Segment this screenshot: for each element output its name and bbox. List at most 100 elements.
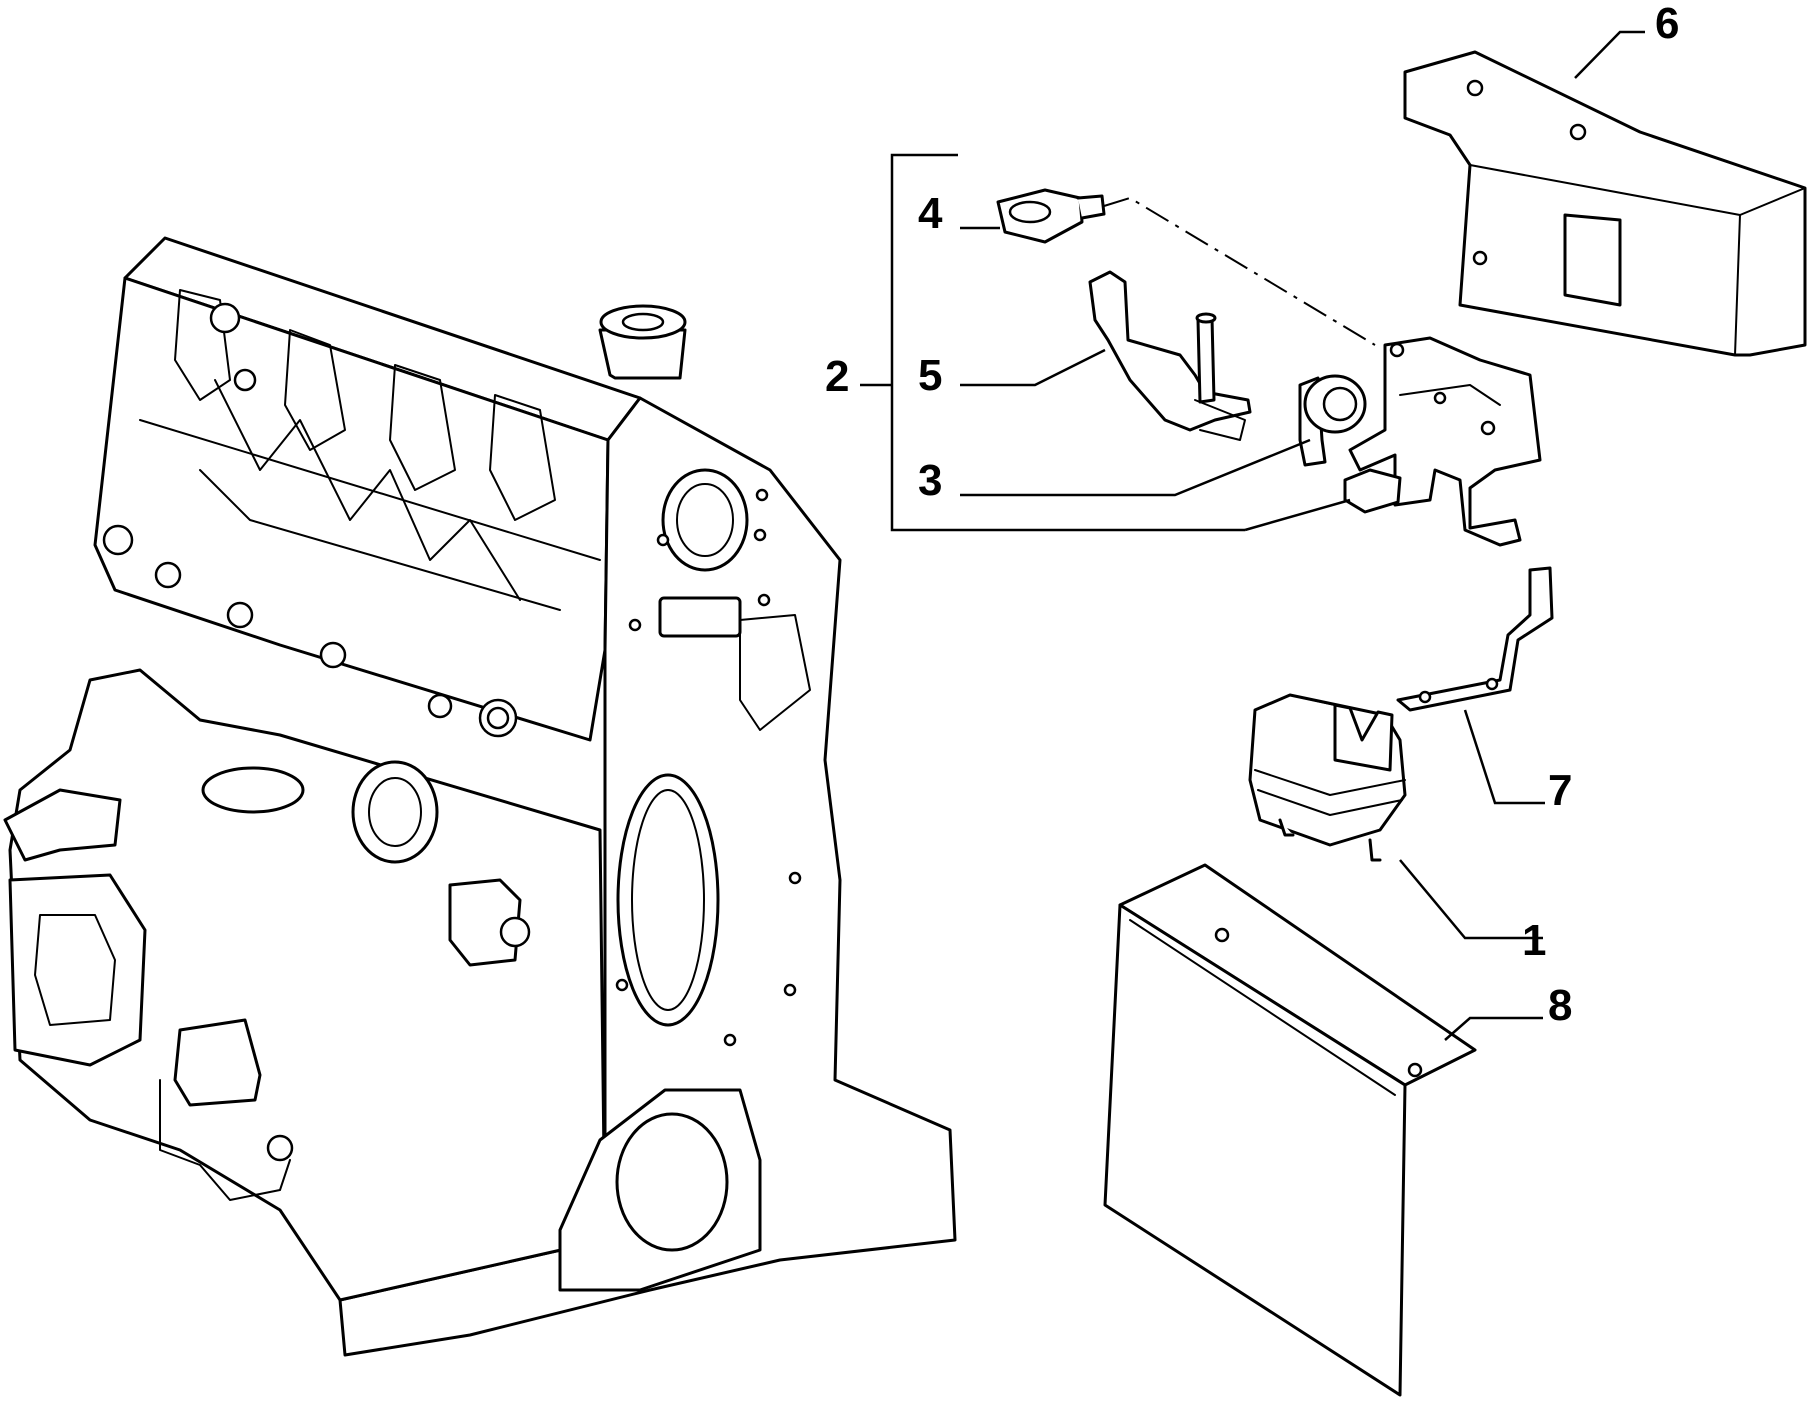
part-1-mount-ear	[1333, 703, 1394, 772]
part-1-stud-1	[1278, 818, 1295, 837]
group-2-bracket	[890, 153, 1245, 532]
end-hole-6	[788, 871, 802, 885]
part-1-control-module	[1248, 693, 1407, 862]
part-1-seam-1	[1254, 769, 1406, 796]
engine-block	[3, 236, 957, 1357]
part-1-stud-2	[1368, 838, 1382, 862]
end-hole-5	[628, 618, 642, 632]
part-5-foot	[1194, 399, 1246, 441]
engine-block-crankcase	[8, 668, 607, 1302]
end-face-bore-upper-inner	[676, 483, 734, 557]
part-6-cover-plate	[1403, 50, 1807, 357]
part-5-bracket	[1088, 270, 1252, 441]
end-hole-8	[723, 1033, 737, 1047]
part-7-hole-1	[1418, 690, 1432, 704]
part-4-clip	[996, 188, 1106, 244]
cylinder-bore-top	[201, 766, 305, 814]
part-7-hole-2	[1485, 677, 1499, 691]
block-stud-5	[427, 693, 453, 719]
block-rib-4	[489, 394, 556, 521]
part-2-hole-left	[1433, 391, 1447, 405]
end-hole-9	[783, 983, 797, 997]
part-4-opening	[1008, 200, 1052, 224]
part-3-ring-opening	[1322, 386, 1358, 422]
callout-6: 6	[1655, 0, 1679, 48]
part-8-hole-2	[1407, 1062, 1423, 1078]
block-stud-8	[233, 368, 257, 392]
callout-4: 4	[918, 189, 943, 238]
leader-3	[960, 438, 1311, 497]
callout-2: 2	[825, 352, 849, 401]
part-6-hole-1	[1466, 79, 1484, 97]
side-boss	[448, 878, 522, 967]
part-8-bend-line	[1129, 919, 1396, 1096]
engine-block-pump-boss-inner	[34, 914, 116, 1026]
part-8-hole-1	[1214, 927, 1230, 943]
main-bearing-bore	[615, 1112, 729, 1252]
block-stud-7	[209, 302, 241, 334]
part-2-bracket-assembly	[1343, 336, 1542, 547]
block-stud-2	[154, 561, 182, 589]
leader-5	[960, 348, 1106, 387]
end-face-bracket	[739, 614, 811, 731]
part-5-stud-top	[1195, 312, 1217, 324]
block-stud-6-inner	[486, 706, 510, 730]
crankcase-sensor-bracket	[159, 1079, 291, 1201]
callout-5: 5	[918, 351, 942, 400]
part-6-hole-3	[1472, 250, 1488, 266]
part-6-hole-2	[1569, 123, 1587, 141]
crankcase-sensor	[173, 1018, 262, 1107]
end-hole-3	[753, 528, 767, 542]
part-6-side-edge	[1734, 214, 1741, 356]
part-2-hole-mid	[1480, 420, 1496, 436]
block-stud-1	[102, 524, 134, 556]
block-stud-4	[319, 641, 347, 669]
callout-3: 3	[918, 456, 942, 505]
part-5-body	[1088, 270, 1252, 432]
end-face-oval-opening	[616, 773, 720, 1027]
crank-seal-bore-inner	[368, 777, 422, 847]
crank-seal-bore	[351, 760, 439, 864]
end-hole-1	[656, 533, 670, 547]
part-1-seam-2	[1257, 789, 1403, 816]
end-hole-2	[755, 488, 769, 502]
end-hole-4	[757, 593, 771, 607]
block-rib-3	[389, 364, 456, 491]
assembly-centerline	[1103, 196, 1376, 346]
end-face-oval-opening-inner	[631, 789, 705, 1011]
crankcase-sensor-bolt	[266, 1134, 294, 1162]
leader-2	[1244, 498, 1351, 532]
block-rib-1	[174, 289, 231, 401]
engine-block-pump-boss	[8, 873, 147, 1067]
part-2-edge-line	[1399, 384, 1501, 406]
part-5-stud	[1196, 316, 1216, 404]
leader-1	[1399, 859, 1543, 940]
block-stud-3	[226, 601, 254, 629]
block-deck-line	[139, 419, 601, 561]
block-webbing	[214, 379, 521, 601]
callout-1: 1	[1522, 916, 1546, 965]
block-rib-2	[284, 329, 346, 451]
end-hole-7	[615, 978, 629, 992]
engine-block-left-flange	[3, 788, 122, 862]
callout-8: 8	[1548, 981, 1572, 1030]
side-boss-hole	[499, 916, 531, 948]
block-lower-ridge	[199, 469, 561, 611]
part-4-tab	[1076, 194, 1106, 220]
leader-7	[1463, 709, 1545, 805]
leader-8	[1444, 1016, 1543, 1041]
part-7-body	[1396, 566, 1554, 712]
callout-7: 7	[1548, 766, 1572, 815]
part-6-body	[1403, 50, 1807, 357]
oil-filler-opening	[621, 312, 665, 332]
leader-6	[1574, 30, 1645, 79]
part-2-lower-tab	[1343, 468, 1402, 514]
part-2-body	[1348, 336, 1542, 547]
part-7-angle-bracket	[1396, 566, 1554, 712]
part-2-hole-top	[1389, 342, 1405, 358]
part-6-notch	[1563, 213, 1622, 307]
part-8-face	[1103, 903, 1407, 1397]
end-face-slot	[658, 596, 742, 638]
